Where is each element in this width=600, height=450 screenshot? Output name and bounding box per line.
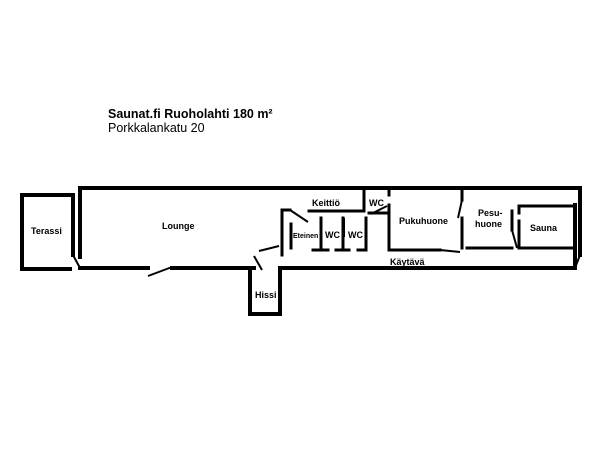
outer-doors [147, 254, 581, 277]
label-changing-room: Pukuhuone [399, 216, 448, 226]
label-entrance: Eteinen [293, 233, 318, 240]
lounge-partitions [258, 208, 292, 257]
changing-room-walls [387, 186, 464, 253]
label-elevator: Hissi [255, 290, 277, 300]
label-wc1: WC [325, 230, 340, 240]
floorplan-address: Porkkalankatu 20 [108, 121, 205, 135]
floorplan-title: Saunat.fi Ruoholahti 180 m² [108, 107, 273, 121]
label-wc2: WC [348, 230, 363, 240]
kitchen-wc-block [289, 209, 368, 252]
outer-walls [78, 186, 582, 270]
label-kitchen: Keittiö [312, 198, 341, 208]
label-washroom-line1: Pesu- [478, 208, 503, 218]
label-sauna: Sauna [530, 223, 558, 233]
wc3-room [362, 186, 391, 215]
label-washroom-line2: huone [475, 219, 502, 229]
label-lounge: Lounge [162, 221, 195, 231]
label-terrace: Terassi [31, 226, 62, 236]
elevator-shaft [248, 255, 282, 316]
washroom-sauna-walls [465, 204, 574, 250]
label-wc3: WC [369, 198, 384, 208]
label-corridor: Käytävä [390, 257, 426, 267]
terrace-area [20, 193, 81, 271]
